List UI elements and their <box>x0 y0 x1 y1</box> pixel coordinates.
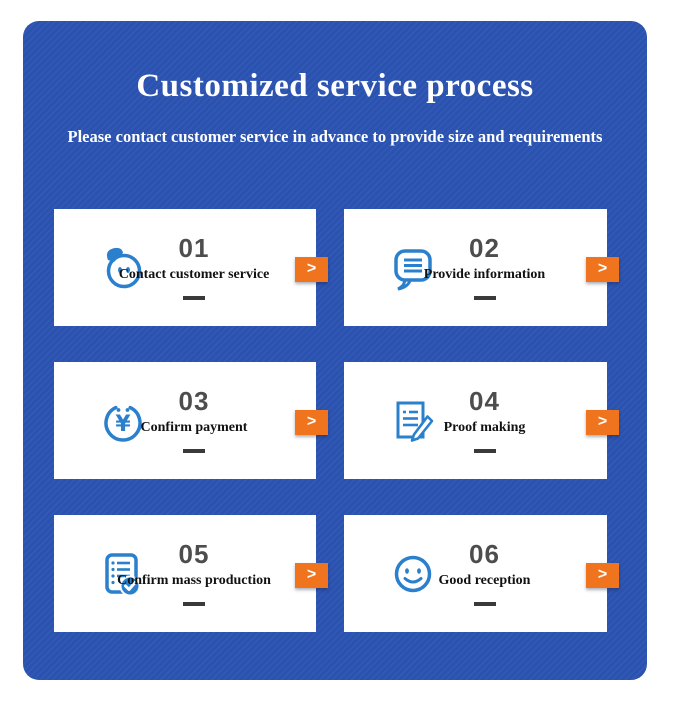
step-number: 02 <box>469 233 500 264</box>
document-check-icon <box>99 550 147 598</box>
step-card-06: 06 Good reception > <box>344 515 619 632</box>
step-number: 01 <box>178 233 210 264</box>
step-card-02: 02 Provide information > <box>344 209 619 326</box>
step-card-01: 01 Contact customer service > <box>54 209 328 326</box>
step-label: Contact customer service <box>118 267 270 283</box>
service-process-panel: Customized service process Please contac… <box>23 21 647 680</box>
page-title: Customized service process <box>136 68 534 104</box>
step-content: 01 Contact customer service <box>90 209 298 326</box>
step-content: 06 Good reception <box>380 515 589 632</box>
yuan-coin-icon: ¥ <box>99 397 147 445</box>
step-card-03: ¥ 03 Confirm payment > <box>54 362 328 479</box>
step-label: Provide information <box>423 267 546 283</box>
step-card-04: 04 Proof making > <box>344 362 619 479</box>
step-number: 03 <box>178 386 210 417</box>
step-arrow-button[interactable]: > <box>295 256 328 282</box>
step-arrow-button[interactable]: > <box>586 562 619 588</box>
step-arrow-button[interactable]: > <box>295 562 328 588</box>
step-label: Confirm mass production <box>117 573 271 589</box>
steps-grid: 01 Contact customer service > 02 Provide… <box>54 209 619 632</box>
step-content: 05 Confirm mass production <box>90 515 298 632</box>
step-number: 05 <box>178 539 210 570</box>
step-arrow-button[interactable]: > <box>586 256 619 282</box>
step-number: 04 <box>469 386 500 417</box>
svg-text:¥: ¥ <box>115 412 131 437</box>
underline-dash <box>183 449 205 453</box>
underline-dash <box>183 296 205 300</box>
page-subtitle: Please contact customer service in advan… <box>67 127 603 146</box>
step-arrow-button[interactable]: > <box>586 409 619 435</box>
underline-dash <box>183 602 205 606</box>
step-label: Confirm payment <box>140 420 248 436</box>
underline-dash <box>473 449 496 453</box>
step-content: 02 Provide information <box>380 209 589 326</box>
chat-face-icon <box>99 244 147 292</box>
step-label: Proof making <box>443 420 526 436</box>
step-number: 06 <box>469 539 500 570</box>
step-content: 03 Confirm payment <box>90 362 298 479</box>
document-pencil-icon <box>389 397 437 445</box>
step-content: 04 Proof making <box>380 362 589 479</box>
step-label: Good reception <box>438 573 531 589</box>
smiley-face-icon <box>389 550 437 598</box>
step-card-05: 05 Confirm mass production > <box>54 515 328 632</box>
step-arrow-button[interactable]: > <box>295 409 328 435</box>
underline-dash <box>473 296 496 300</box>
speech-bubble-lines-icon <box>389 244 437 292</box>
underline-dash <box>473 602 496 606</box>
